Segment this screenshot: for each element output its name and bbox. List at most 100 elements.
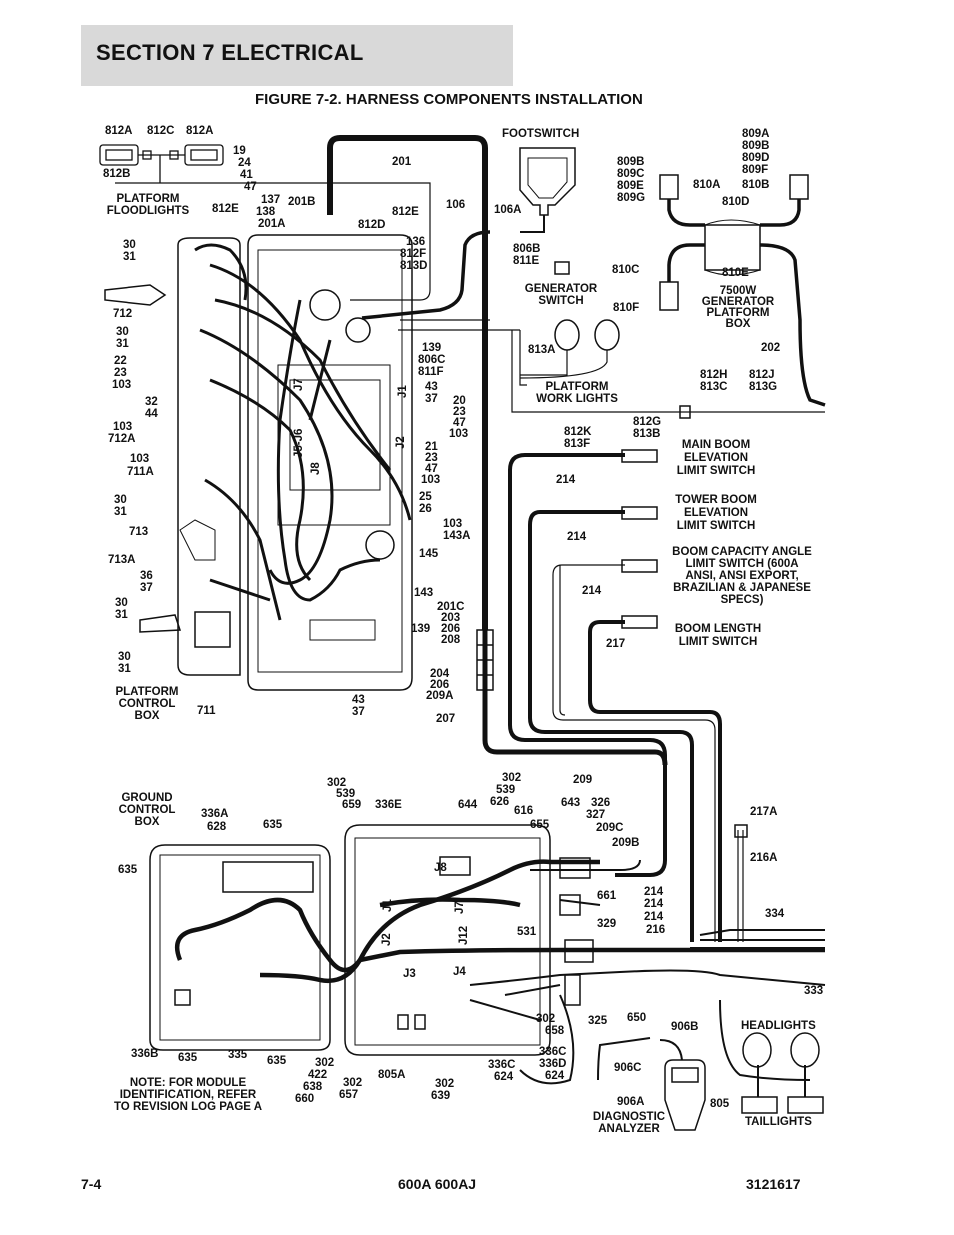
label: 136 (406, 236, 425, 248)
label: 811F (418, 366, 444, 378)
label: 539 (336, 788, 355, 800)
label: 329 (597, 918, 616, 930)
label: GENERATOR (702, 296, 775, 308)
label: 812F (400, 248, 426, 260)
label: 209B (612, 837, 640, 849)
label: 103 (113, 421, 132, 433)
label: 214 (582, 585, 602, 597)
label: 201C (437, 601, 465, 613)
label: 812A (105, 125, 133, 137)
label: 539 (496, 784, 515, 796)
label: 204 (430, 668, 450, 680)
label: ELEVATION (684, 507, 748, 519)
label: 207 (436, 713, 455, 725)
label: 810A (693, 179, 721, 191)
label: J2 (395, 436, 407, 449)
label: FLOODLIGHTS (107, 205, 190, 217)
label: FOOTSWITCH (502, 128, 579, 140)
label: 713 (129, 526, 148, 538)
label: LIMIT SWITCH (679, 636, 758, 648)
page-number: 7-4 (81, 1176, 102, 1192)
label: 712 (113, 308, 132, 320)
label: BOX (726, 318, 751, 330)
label: 660 (295, 1093, 314, 1105)
label: 302 (315, 1057, 334, 1069)
section-title: SECTION 7 ELECTRICAL (96, 40, 364, 65)
label: BOOM CAPACITY ANGLE (672, 546, 812, 558)
label: J8 (434, 862, 447, 874)
label: 36 (140, 570, 153, 582)
label: 624 (494, 1071, 514, 1083)
label: 209A (426, 690, 454, 702)
label: 336E (375, 799, 402, 811)
diagnostic-analyzer (664, 1059, 706, 1131)
label: J2 (381, 933, 393, 946)
label: 811E (513, 255, 540, 267)
label: 103 (421, 474, 440, 486)
label: 143 (414, 587, 433, 599)
label: 809F (742, 164, 768, 176)
label: 650 (627, 1012, 646, 1024)
label: J7 (293, 378, 305, 391)
label: 7500W (720, 285, 757, 297)
label: 19 (233, 145, 246, 157)
label: J3 (403, 968, 416, 980)
label: DIAGNOSTIC (593, 1111, 665, 1123)
label: 336C (539, 1046, 567, 1058)
label: 643 (561, 797, 580, 809)
label: 335 (228, 1049, 248, 1061)
label: 635 (178, 1052, 198, 1064)
label: 812E (392, 206, 419, 218)
label: 30 (118, 651, 131, 663)
label: 25 (419, 491, 432, 503)
generator-switch (554, 261, 570, 275)
platform-work-lights (554, 319, 620, 351)
label: 806B (513, 243, 541, 255)
platform-harness (194, 243, 412, 621)
label: SWITCH (538, 295, 583, 307)
label: 143A (443, 530, 471, 542)
label: 326 (591, 797, 610, 809)
label: 812D (358, 219, 386, 231)
label: 712A (108, 433, 136, 445)
label: 336C (488, 1059, 516, 1071)
label: 37 (425, 393, 438, 405)
label: J7 (454, 901, 466, 914)
label: 203 (441, 612, 460, 624)
label: TOWER BOOM (675, 494, 757, 506)
note: NOTE: FOR MODULE (130, 1077, 247, 1089)
label: 26 (419, 503, 432, 515)
label: 616 (514, 805, 533, 817)
label: J1 (397, 385, 409, 398)
label: 201B (288, 196, 316, 208)
label: 334 (765, 908, 785, 920)
label: 812G (633, 416, 661, 428)
label: 628 (207, 821, 227, 833)
label: TAILLIGHTS (745, 1116, 812, 1128)
label: 201A (258, 218, 286, 230)
label: 813C (700, 381, 728, 393)
label: 661 (597, 890, 617, 902)
label: ANSI, ANSI EXPORT, (685, 570, 798, 582)
section-header-band (81, 25, 513, 86)
label: 37 (352, 706, 365, 718)
label: 206 (430, 679, 449, 691)
label: 336D (539, 1058, 567, 1070)
label: ELEVATION (684, 452, 748, 464)
label: MAIN BOOM (682, 439, 750, 451)
label: PLATFORM (116, 193, 179, 205)
label: 713A (108, 554, 136, 566)
label: WORK LIGHTS (536, 393, 618, 405)
label: 209C (596, 822, 624, 834)
label: 214 (644, 898, 664, 910)
label: 302 (343, 1077, 362, 1089)
label: SPECS) (721, 594, 764, 606)
label: 639 (431, 1090, 450, 1102)
label: GENERATOR (525, 283, 598, 295)
label: 809B (617, 156, 645, 168)
label: 31 (116, 338, 129, 350)
label: 21 (425, 441, 438, 453)
label: 145 (419, 548, 439, 560)
label: 32 (145, 396, 158, 408)
label: 30 (115, 597, 128, 609)
